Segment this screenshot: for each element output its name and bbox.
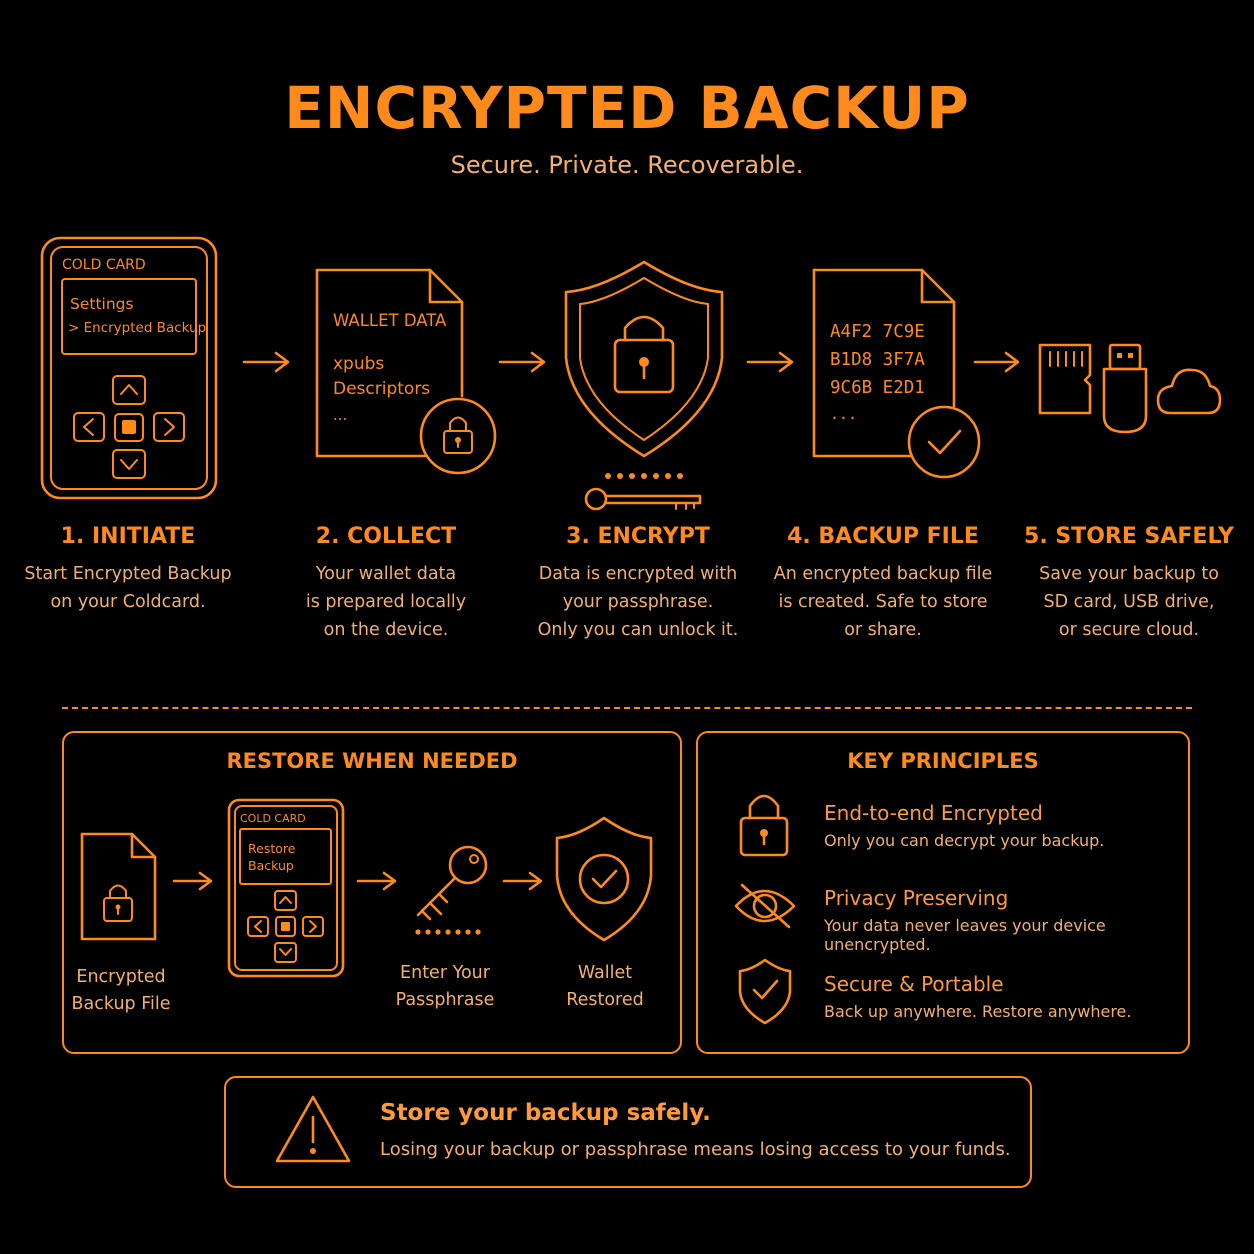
encrypted-file-icon bbox=[80, 832, 157, 941]
restore-panel-title: RESTORE WHEN NEEDED bbox=[226, 749, 518, 773]
shield-check-icon bbox=[555, 816, 653, 942]
warning-banner bbox=[224, 1076, 1032, 1188]
page-subtitle: Secure. Private. Recoverable. bbox=[450, 151, 804, 179]
lock-icon bbox=[739, 794, 789, 857]
backup-hex-row1: A4F2 7C9E bbox=[830, 322, 925, 342]
principle-2-title: Privacy Preserving bbox=[824, 886, 1009, 910]
arrow-right-icon bbox=[746, 351, 794, 373]
arrow-right-icon bbox=[242, 351, 290, 373]
step-5-title: 5. STORE SAFELY bbox=[1024, 524, 1234, 549]
device-menu-line1: Settings bbox=[70, 295, 134, 313]
usb-drive-icon bbox=[1102, 343, 1148, 434]
shield-lock-icon bbox=[564, 260, 724, 458]
eye-off-icon bbox=[734, 883, 796, 929]
wallet-file-line2: Descriptors bbox=[333, 379, 430, 399]
wallet-file-line3: ... bbox=[333, 406, 347, 424]
arrow-right-icon bbox=[973, 351, 1020, 373]
shield-check-icon bbox=[738, 958, 792, 1025]
principles-panel: KEY PRINCIPLES End-to-end Encrypted Only… bbox=[696, 731, 1190, 1054]
arrow-right-icon bbox=[356, 871, 397, 891]
restore-device-brand: COLD CARD bbox=[240, 812, 306, 825]
restore-device-line1: Restore bbox=[248, 841, 296, 856]
step-3-title: 3. ENCRYPT bbox=[566, 524, 710, 549]
arrow-right-icon bbox=[502, 871, 543, 891]
wallet-file-heading: WALLET DATA bbox=[333, 311, 447, 330]
wallet-file-line1: xpubs bbox=[333, 354, 384, 374]
page-title: ENCRYPTED BACKUP bbox=[284, 74, 970, 142]
principles-panel-title: KEY PRINCIPLES bbox=[847, 749, 1039, 773]
restore-panel: RESTORE WHEN NEEDED bbox=[62, 731, 682, 1054]
step-2-title: 2. COLLECT bbox=[315, 524, 457, 549]
key-icon bbox=[416, 845, 488, 921]
principle-1-desc: Only you can decrypt your backup. bbox=[824, 831, 1105, 850]
key-icon bbox=[584, 487, 702, 511]
sd-card-icon bbox=[1038, 343, 1092, 415]
principle-3-desc: Back up anywhere. Restore anywhere. bbox=[824, 1002, 1132, 1021]
coldcard-device-icon: COLD CARD Restore Backup bbox=[227, 798, 345, 978]
arrow-right-icon bbox=[498, 351, 546, 373]
backup-hex-row2: B1D8 3F7A bbox=[830, 350, 925, 370]
cloud-icon bbox=[1156, 368, 1222, 415]
principle-3-title: Secure & Portable bbox=[824, 972, 1004, 996]
section-divider bbox=[62, 707, 1192, 709]
restore-device-line2: Backup bbox=[248, 858, 294, 873]
backup-hex-row4: ... bbox=[830, 405, 857, 423]
step-1-title: 1. INITIATE bbox=[60, 524, 196, 549]
backup-file-icon: A4F2 7C9E B1D8 3F7A 9C6B E2D1 ... bbox=[812, 268, 981, 479]
warning-title: Store your backup safely. bbox=[380, 1100, 711, 1126]
device-menu-line2: > Encrypted Backup bbox=[68, 320, 206, 336]
step-4-title: 4. BACKUP FILE bbox=[787, 524, 979, 549]
coldcard-device-icon: COLD CARD Settings > Encrypted Backup bbox=[40, 236, 218, 500]
arrow-right-icon bbox=[172, 871, 213, 891]
dots-icon bbox=[605, 473, 683, 479]
device-brand: COLD CARD bbox=[62, 257, 146, 273]
warning-icon bbox=[275, 1095, 351, 1163]
principle-1-title: End-to-end Encrypted bbox=[824, 801, 1043, 825]
wallet-file-icon: WALLET DATA xpubs Descriptors ... bbox=[315, 268, 497, 475]
dots-icon bbox=[415, 929, 481, 935]
backup-hex-row3: 9C6B E2D1 bbox=[830, 378, 925, 398]
principle-2-desc: Your data never leaves your device unenc… bbox=[824, 916, 1106, 954]
warning-desc: Losing your backup or passphrase means l… bbox=[380, 1139, 1011, 1160]
